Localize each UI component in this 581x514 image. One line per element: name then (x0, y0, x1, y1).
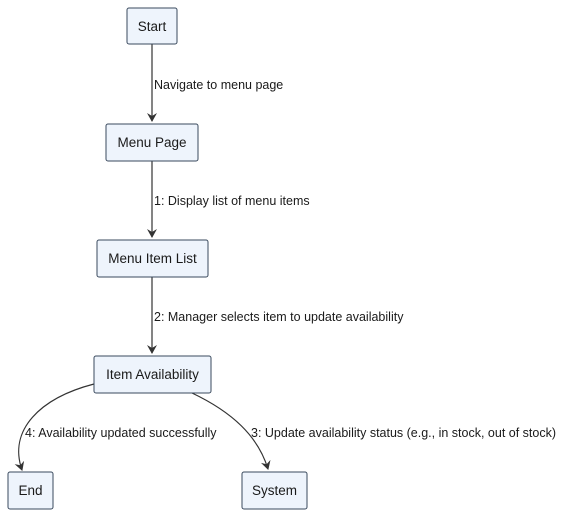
node-menu-item-list: Menu Item List (96, 239, 209, 278)
edge-label-manager-selects: 2: Manager selects item to update availa… (154, 310, 404, 324)
node-label-menu-page: Menu Page (117, 135, 186, 150)
node-label-system: System (252, 483, 297, 498)
node-label-item-availability: Item Availability (106, 367, 199, 382)
node-label-start: Start (138, 19, 167, 34)
edge-availability-to-system: 3: Update availability status (e.g., in … (191, 392, 556, 470)
edge-list-to-availability: 2: Manager selects item to update availa… (147, 277, 404, 354)
edge-label-update-status: 3: Update availability status (e.g., in … (251, 426, 556, 440)
node-menu-page: Menu Page (105, 123, 199, 162)
edge-availability-to-end: 4: Availability updated successfully (14, 383, 217, 471)
node-system: System (241, 471, 308, 510)
node-label-end: End (18, 483, 42, 498)
node-end: End (7, 471, 54, 510)
node-item-availability: Item Availability (93, 355, 212, 394)
node-label-menu-item-list: Menu Item List (108, 251, 197, 266)
edge-label-navigate: Navigate to menu page (154, 78, 283, 92)
edge-start-to-menu-page: Navigate to menu page (147, 44, 283, 122)
edge-label-display-list: 1: Display list of menu items (154, 194, 310, 208)
edge-menu-page-to-list: 1: Display list of menu items (147, 161, 310, 238)
edge-label-updated-successfully: 4: Availability updated successfully (25, 426, 217, 440)
node-start: Start (126, 7, 178, 45)
